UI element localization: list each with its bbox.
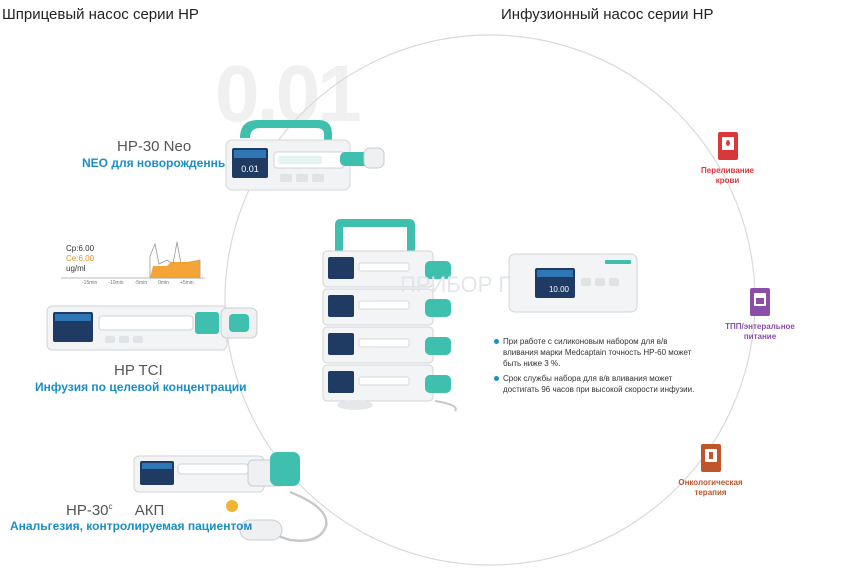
note-text: При работе с силиконовым набором для в/в… — [503, 337, 692, 368]
note-item: При работе с силиконовым набором для в/в… — [494, 336, 699, 369]
bullet-dot — [494, 339, 499, 344]
tci-syringe-pump-image — [46, 305, 258, 351]
neo-model-name: HP-30 Neo — [117, 138, 192, 155]
pca-description: Анальгезия, контролируемая пациентом — [10, 519, 253, 533]
infusion-screen-value: 10.00 — [549, 285, 570, 294]
tci-tick: -5min — [134, 280, 148, 286]
note-item: Срок службы набора для в/в вливания може… — [494, 373, 699, 395]
pca-model-suffix: АКП — [134, 502, 165, 519]
tci-tick: +5min — [179, 280, 194, 286]
tci-tick: -15min — [82, 280, 98, 286]
infusion-pump-image: 10.00 — [508, 253, 638, 313]
category-blood-transfusion: Переливание крови — [690, 132, 765, 186]
icon-fill — [756, 298, 764, 304]
nutrition-bag-icon — [750, 288, 770, 316]
category-oncology: Онкологическая терапия — [673, 444, 748, 498]
category-label: ТПП/энтеральное питание — [725, 322, 795, 341]
pca-model: HP-30 — [66, 502, 109, 519]
icon-mark — [708, 452, 713, 459]
tci-model-name: HP TCI — [114, 362, 163, 379]
bullet-dot — [494, 376, 499, 381]
tci-time-axis: -15min -10min -5min 0min +5min — [82, 280, 194, 286]
tci-ce-label: Ce:6.00 — [66, 254, 95, 263]
pca-syringe-pump-image — [133, 452, 328, 542]
category-label: Онкологическая терапия — [678, 478, 743, 497]
icon-drop — [725, 140, 730, 146]
tci-concentration-chart — [61, 241, 205, 279]
category-label: Переливание крови — [701, 166, 754, 185]
neo-syringe-pump-image: 0.01 — [225, 120, 385, 191]
tci-tick: 0min — [158, 280, 169, 286]
tci-description: Инфузия по целевой концентрации — [35, 380, 247, 394]
center-watermark: ПРИБОР П — [400, 272, 515, 297]
pca-model-superscript: c — [108, 502, 113, 511]
tci-unit-label: ug/ml — [66, 264, 86, 273]
stacked-infusion-pumps-image — [322, 219, 457, 412]
pca-model-name: HP-30c АКП — [66, 502, 164, 519]
syringe-pump-series-title: Шприцевый насос серии HP — [2, 6, 199, 23]
tci-tick: -10min — [108, 280, 124, 286]
tci-cp-label: Cp:6.00 — [66, 244, 95, 253]
category-nutrition: ТПП/энтеральное питание — [705, 288, 815, 342]
note-text: Срок службы набора для в/в вливания може… — [503, 374, 695, 394]
infusion-pump-series-title: Инфузионный насос серии HP — [501, 6, 714, 23]
feature-notes: При работе с силиконовым набором для в/в… — [494, 336, 699, 395]
neo-screen-value: 0.01 — [241, 164, 259, 174]
blood-bag-icon — [717, 132, 738, 160]
chemo-bag-icon — [700, 444, 721, 472]
neo-description: NEO для новорожденных — [82, 156, 235, 170]
